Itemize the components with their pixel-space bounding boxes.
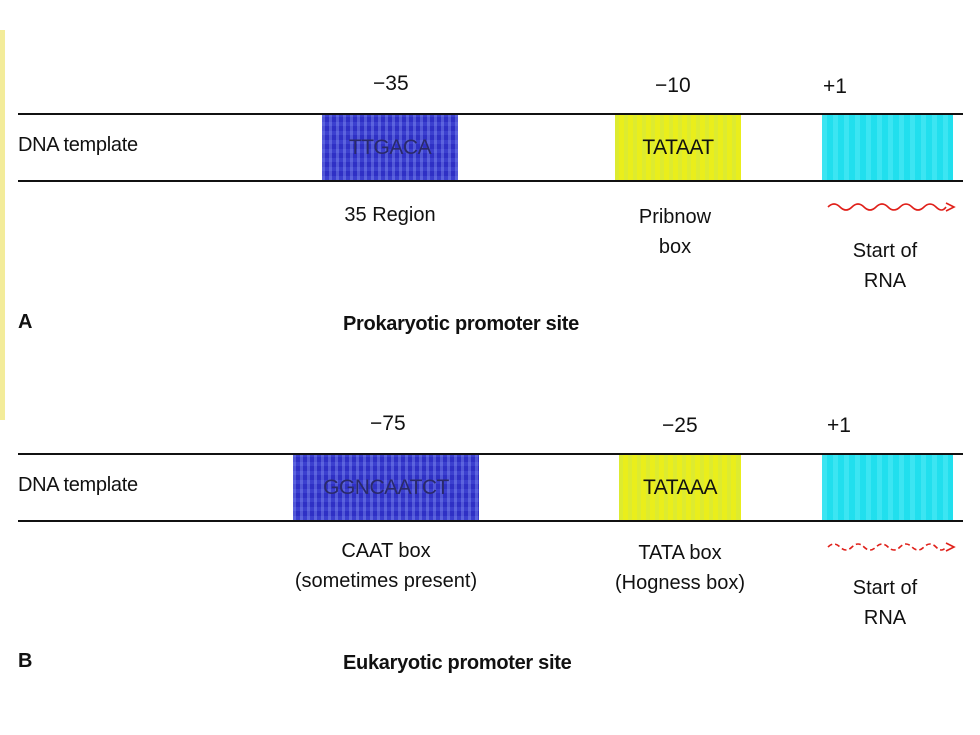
position-minus-35: −35: [373, 72, 409, 95]
ggncaatct-sequence: GGNCAATCT: [323, 475, 449, 499]
pribnow-box-caption: Pribnow box: [638, 206, 712, 258]
tataat-sequence: TATAAT: [642, 135, 714, 159]
position-minus-10: −10: [655, 74, 691, 97]
position-plus-1: +1: [823, 75, 847, 98]
prokaryotic-panel: −35 −10 +1 DNA template TTGACA TATAAT 35…: [0, 0, 980, 335]
eukaryotic-title: Eukaryotic promoter site: [343, 652, 572, 674]
start-of-rna-caption-b: Start of RNA: [852, 577, 918, 629]
tata-box: TATAAA: [619, 455, 741, 520]
dna-strand-bottom-b: [18, 520, 963, 522]
dna-template-label: DNA template: [18, 134, 138, 156]
pribnow-box: TATAAT: [615, 115, 741, 180]
transcription-start-box-b: [822, 455, 953, 520]
dna-template-label-b: DNA template: [18, 474, 138, 496]
start-of-rna-caption: Start of RNA: [852, 240, 918, 292]
dna-strand-top-b: [18, 453, 963, 455]
position-minus-75: −75: [370, 412, 406, 435]
dna-strand-bottom: [18, 180, 963, 182]
dna-strand-top: [18, 113, 963, 115]
eukaryotic-panel: −75 −25 +1 DNA template GGNCAATCT TATAAA…: [0, 340, 980, 674]
position-plus-1-b: +1: [827, 414, 851, 437]
tata-box-caption: TATA box (Hogness box): [614, 542, 746, 594]
rna-arrow-icon: [827, 542, 956, 552]
ttgaca-sequence: TTGACA: [348, 135, 432, 159]
caat-box: GGNCAATCT: [293, 455, 479, 520]
caat-box-caption: CAAT box (sometimes present): [294, 540, 478, 592]
panel-letter-b: B: [18, 650, 33, 672]
ttgaca-box: TTGACA: [322, 115, 458, 180]
region-35-caption: 35 Region: [344, 204, 436, 226]
rna-arrow-icon: [827, 202, 956, 212]
panel-letter-a: A: [18, 311, 33, 333]
transcription-start-box: [822, 115, 953, 180]
prokaryotic-title: Prokaryotic promoter site: [343, 313, 579, 335]
position-minus-25: −25: [662, 414, 698, 437]
tataaa-sequence: TATAAA: [642, 475, 718, 499]
page-edge-strip: [0, 30, 5, 420]
